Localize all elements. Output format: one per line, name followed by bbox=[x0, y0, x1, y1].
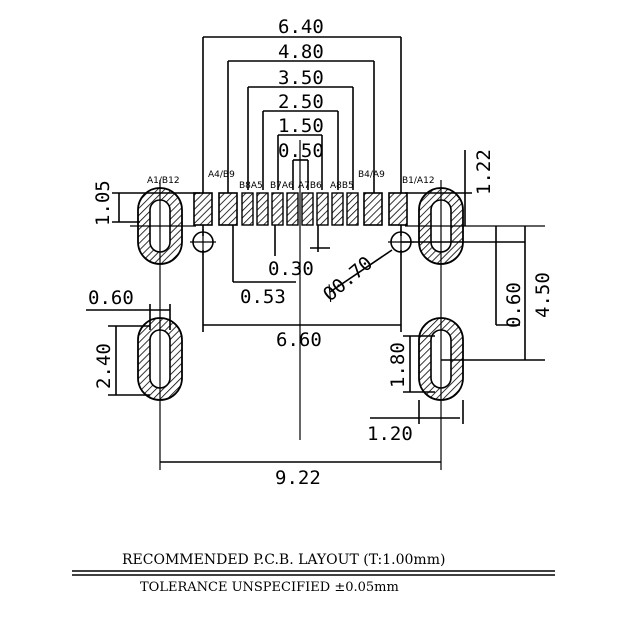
label-3-50: 3.50 bbox=[278, 67, 324, 89]
pin-label-b7a6: B7A6 bbox=[270, 181, 294, 191]
dim-1-05 bbox=[112, 192, 200, 223]
footer-block: RECOMMENDED P.C.B. LAYOUT (T:1.00mm) TOL… bbox=[72, 552, 555, 595]
label-4-50: 4.50 bbox=[532, 272, 554, 318]
pad bbox=[286, 192, 299, 226]
dim-6-60 bbox=[202, 250, 402, 332]
label-2-50: 2.50 bbox=[278, 91, 324, 113]
label-9-22: 9.22 bbox=[275, 467, 321, 489]
label-0-60-left: 0.60 bbox=[88, 287, 134, 309]
top-dimension-lines bbox=[202, 36, 402, 236]
footer-tolerance: TOLERANCE UNSPECIFIED ±0.05mm bbox=[140, 580, 399, 595]
pin-label-a4b9: A4/B9 bbox=[208, 170, 235, 180]
dim-0-30-0-53 bbox=[232, 225, 330, 283]
label-4-80: 4.80 bbox=[278, 41, 324, 63]
dimension-labels: 6.40 4.80 3.50 2.50 1.50 0.50 1.22 1.05 … bbox=[88, 16, 554, 489]
pad bbox=[346, 192, 359, 226]
label-6-60: 6.60 bbox=[276, 329, 322, 351]
pad-a1b12 bbox=[193, 192, 213, 226]
footer-title: RECOMMENDED P.C.B. LAYOUT (T:1.00mm) bbox=[122, 552, 445, 568]
pad bbox=[256, 192, 269, 226]
pad bbox=[241, 192, 254, 226]
label-1-50: 1.50 bbox=[278, 115, 324, 137]
label-6-40: 6.40 bbox=[278, 16, 324, 38]
label-0-60-right: 0.60 bbox=[503, 282, 525, 328]
pin-label-b1a12: B1/A12 bbox=[402, 176, 435, 186]
pad bbox=[316, 192, 329, 226]
pad-a4b9 bbox=[218, 192, 238, 226]
pad-b4a9 bbox=[363, 192, 383, 226]
pad bbox=[331, 192, 344, 226]
label-0-50: 0.50 bbox=[278, 140, 324, 162]
hole-leader bbox=[329, 249, 393, 293]
pin-label-a8b5: A8B5 bbox=[330, 181, 354, 191]
dim-right-slot bbox=[370, 335, 464, 424]
pin-label-a1b12: A1/B12 bbox=[147, 176, 180, 186]
label-1-80: 1.80 bbox=[387, 342, 409, 388]
pad-b1a12 bbox=[388, 192, 408, 226]
pin-label-b8a5: B8A5 bbox=[239, 181, 263, 191]
label-1-20: 1.20 bbox=[367, 423, 413, 445]
pin-label-b4a9: B4/A9 bbox=[358, 170, 385, 180]
label-hole-0-70: Ø0.70 bbox=[319, 252, 377, 306]
label-1-05: 1.05 bbox=[92, 180, 114, 226]
slot-centerlines bbox=[130, 180, 545, 470]
label-1-22: 1.22 bbox=[473, 149, 495, 195]
dim-1-22 bbox=[405, 150, 472, 226]
label-0-30: 0.30 bbox=[268, 258, 314, 280]
dim-left-slot bbox=[86, 304, 171, 396]
smt-pad-row bbox=[193, 192, 408, 226]
pad bbox=[301, 192, 314, 226]
label-0-53: 0.53 bbox=[240, 286, 286, 308]
pin-labels: A1/B12 A4/B9 B8A5 B7A6 A7B6 A8B5 B4/A9 B… bbox=[147, 170, 435, 191]
dim-right-vertical bbox=[401, 226, 545, 361]
pin-label-a7b6: A7B6 bbox=[298, 181, 322, 191]
pad bbox=[271, 192, 284, 226]
label-2-40: 2.40 bbox=[93, 343, 115, 389]
locating-holes bbox=[190, 229, 414, 255]
